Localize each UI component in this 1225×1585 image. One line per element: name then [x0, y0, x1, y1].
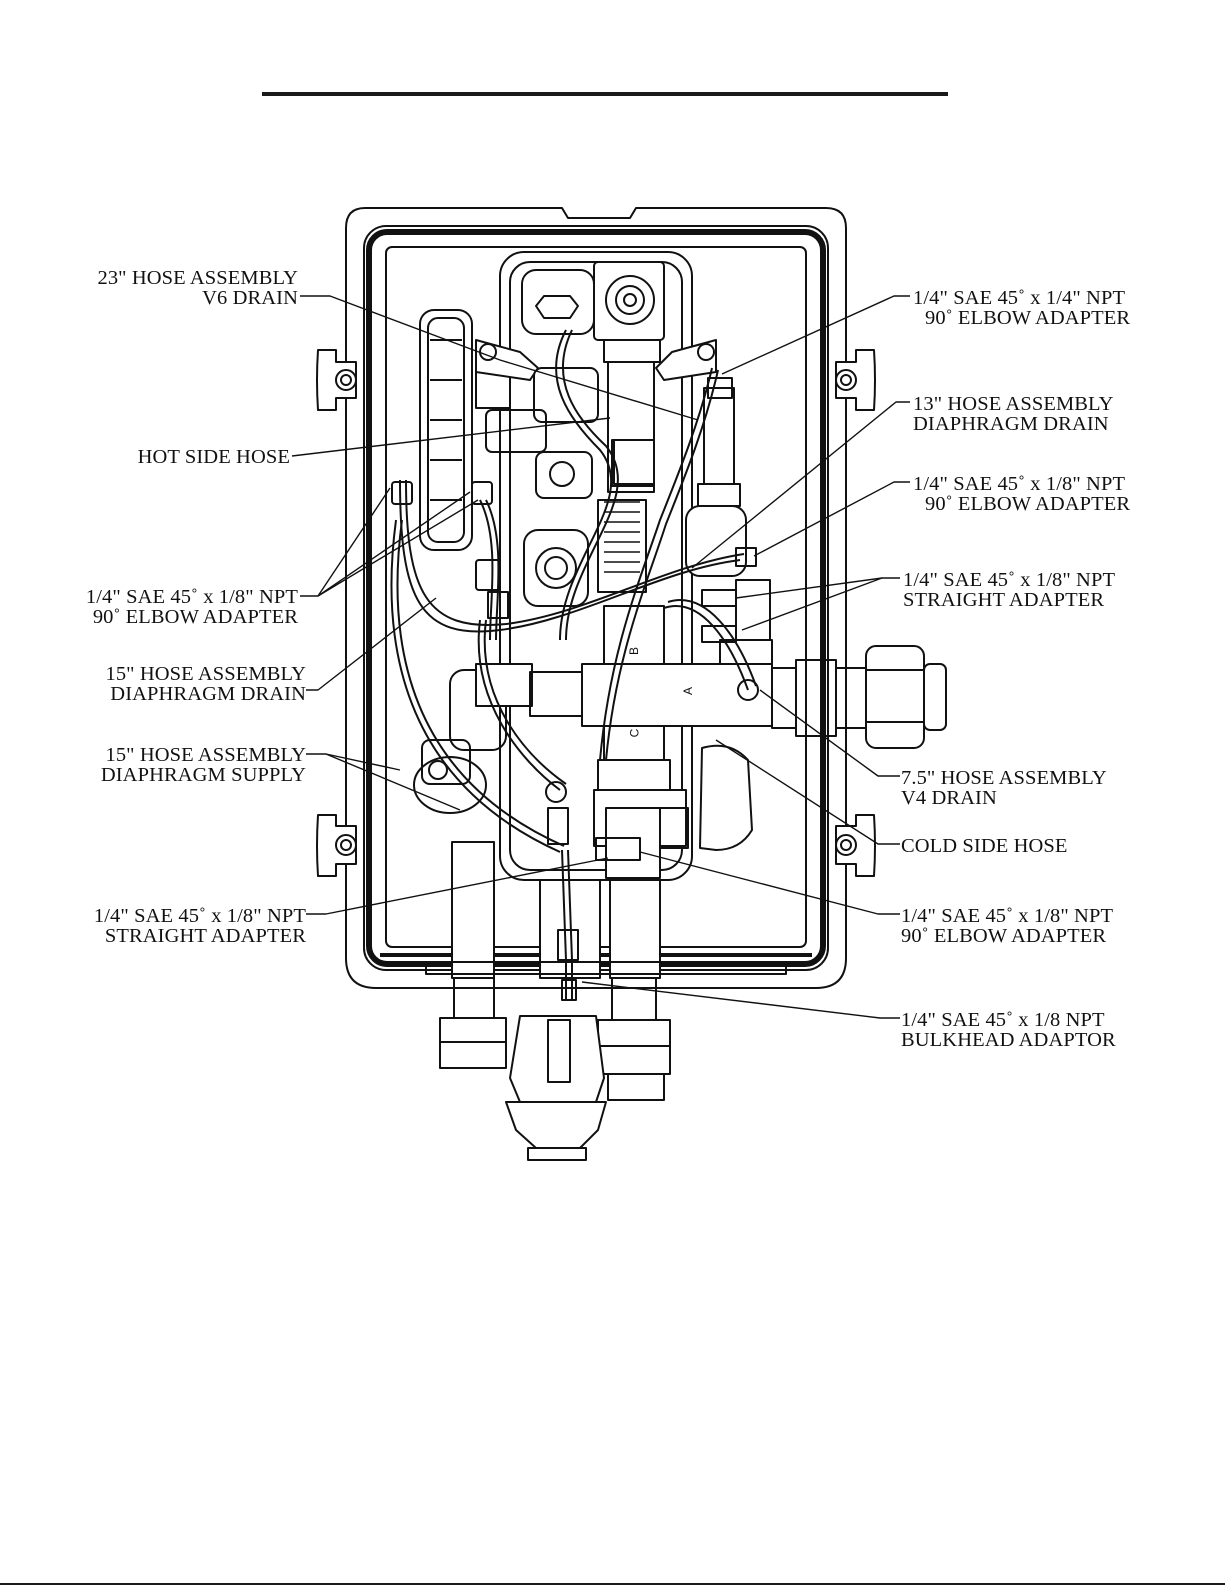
latch-left-bottom-icon — [316, 814, 357, 877]
leader-lines — [291, 295, 910, 1019]
latch-right-top-icon — [835, 349, 876, 411]
callout-hose-23-v6-drain: 23" HOSE ASSEMBLY V6 DRAIN — [97, 267, 298, 309]
valve-label-c: C — [627, 728, 642, 738]
footer-rule — [0, 1583, 1225, 1585]
callout-straight-adapter-left: 1/4" SAE 45˚ x 1/8" NPT STRAIGHT ADAPTER — [93, 905, 306, 947]
valve-label-a: A — [681, 686, 696, 696]
outlet-pipes — [425, 841, 787, 1101]
inlet-union — [771, 645, 947, 749]
fittings — [391, 377, 759, 1001]
callout-hose-13-diaphragm-drain: 13" HOSE ASSEMBLY DIAPHRAGM DRAIN — [913, 393, 1114, 435]
callout-bulkhead-adaptor: 1/4" SAE 45˚ x 1/8 NPT BULKHEAD ADAPTOR — [901, 1009, 1116, 1051]
callout-hose-15-diaphragm-supply: 15" HOSE ASSEMBLY DIAPHRAGM SUPPLY — [100, 744, 306, 786]
latch-left-top-icon — [316, 349, 357, 411]
header-rule — [262, 92, 948, 96]
callout-hose-15-diaphragm-drain: 15" HOSE ASSEMBLY DIAPHRAGM DRAIN — [105, 663, 306, 705]
callout-cold-side-hose: COLD SIDE HOSE — [901, 835, 1068, 857]
valve-label-b: B — [627, 646, 642, 656]
drain-funnel — [505, 1015, 607, 1161]
latch-right-bottom-icon — [835, 814, 876, 877]
callout-elbow-adapter-right-upper: 1/4" SAE 45˚ x 1/8" NPT 90˚ ELBOW ADAPTE… — [913, 473, 1131, 515]
callout-elbow-adapter-left: 1/4" SAE 45˚ x 1/8" NPT 90˚ ELBOW ADAPTE… — [85, 586, 298, 628]
manifold — [581, 579, 773, 771]
callout-hose-7-5-v4-drain: 7.5" HOSE ASSEMBLY V4 DRAIN — [901, 767, 1107, 809]
callout-hot-side-hose: HOT SIDE HOSE — [137, 446, 290, 468]
callout-elbow-adapter-right-lower: 1/4" SAE 45˚ x 1/8" NPT 90˚ ELBOW ADAPTE… — [901, 905, 1114, 947]
callout-straight-adapter-right: 1/4" SAE 45˚ x 1/8" NPT STRAIGHT ADAPTER — [903, 569, 1116, 611]
callout-elbow-adapter-1-4-npt: 1/4" SAE 45˚ x 1/4" NPT 90˚ ELBOW ADAPTE… — [913, 287, 1131, 329]
